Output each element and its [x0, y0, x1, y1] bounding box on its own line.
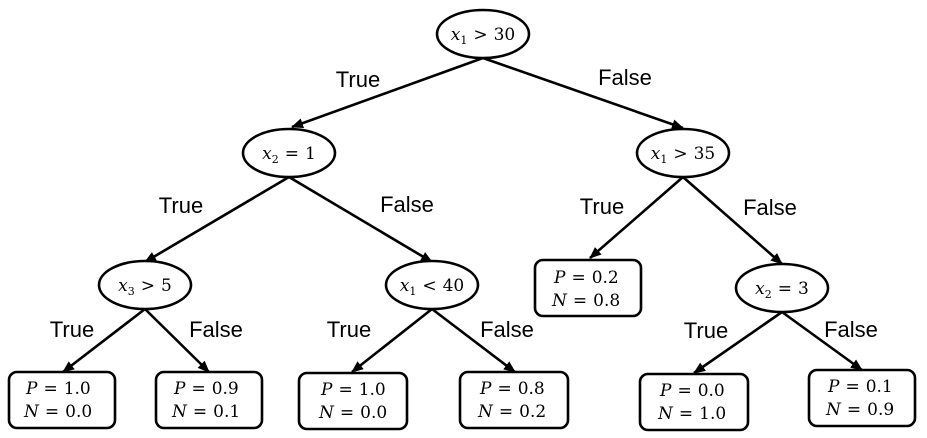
split-node-shape: [384, 259, 480, 311]
edge-x1lt40-to-leaf-5: [431, 307, 516, 374]
leaf-p-text: P=0.9: [173, 379, 239, 399]
leaf-node-5: P=0.8 N=0.2: [458, 370, 570, 430]
branch-label-false: False: [480, 317, 534, 342]
leaf-box: [458, 370, 570, 430]
split-node-x3gt5: x3>5: [97, 259, 193, 311]
leaf-node-1: P=1.0 N=0.0: [7, 370, 117, 430]
branch-label-false: False: [743, 195, 797, 220]
leaf-p-text: P=0.8: [479, 379, 545, 399]
branch-label-true: True: [327, 317, 371, 342]
edge-x1lt40-to-leaf-4: [351, 307, 433, 374]
branch-label-true: True: [580, 194, 624, 219]
edge-x2eq3-to-leaf-7: [781, 310, 863, 372]
condition-text: x1>30: [451, 25, 515, 47]
leaf-n-text: N=0.9: [825, 400, 894, 420]
leaf-n-text: N=0.1: [171, 402, 240, 422]
leaf-box: [533, 258, 643, 318]
edge-x2eq1-to-x3gt5: [144, 175, 290, 264]
branch-label-false: False: [598, 65, 652, 90]
split-node-root: x1>30: [435, 8, 531, 60]
leaf-box: [7, 370, 117, 430]
leaf-box: [807, 368, 917, 428]
leaf-n-text: N=0.0: [318, 403, 387, 423]
leaf-p-text: P=0.2: [553, 268, 619, 288]
edge-x1gt35-to-leaf-3: [589, 176, 684, 259]
condition-text: x1>35: [651, 144, 715, 166]
branch-label-true: True: [50, 317, 94, 342]
leaf-node-7: P=0.1 N=0.9: [807, 368, 917, 428]
branch-label-false: False: [824, 317, 878, 342]
leaf-n-text: N=0.2: [477, 402, 546, 422]
leaf-n-text: N=1.0: [657, 404, 726, 424]
leaf-node-6: P=0.0 N=1.0: [638, 372, 750, 432]
split-node-shape: [241, 127, 337, 179]
condition-text: x3>5: [118, 276, 172, 298]
branch-labels: True False True False True False True Fa…: [50, 65, 878, 343]
branch-label-true: True: [336, 67, 380, 92]
leaf-p-text: P=1.0: [320, 380, 386, 400]
condition-text: x2=1: [262, 144, 316, 166]
condition-text: x2=3: [755, 279, 809, 301]
edge-x2eq3-to-leaf-6: [693, 310, 783, 375]
edge-x2eq1-to-x1lt40: [288, 175, 433, 264]
leaf-node-3: P=0.2 N=0.8: [533, 258, 643, 318]
leaf-p-text: P=0.0: [659, 381, 725, 401]
leaf-p-text: P=0.1: [827, 377, 893, 397]
edge-x3gt5-to-leaf-2: [144, 308, 210, 373]
split-node-shape: [734, 262, 830, 314]
leaf-node-2: P=0.9 N=0.1: [154, 370, 264, 430]
leaf-box: [297, 371, 409, 431]
split-node-shape: [97, 259, 193, 311]
branch-label-true: True: [684, 318, 728, 343]
leaf-n-text: N=0.0: [23, 402, 92, 422]
edge-x1gt35-to-x2eq3: [682, 176, 783, 265]
leaf-p-text: P=1.0: [25, 379, 91, 399]
leaf-n-text: N=0.8: [551, 291, 620, 311]
condition-text: x1<40: [400, 276, 464, 298]
edge-root-to-x1gt35: [482, 56, 684, 130]
leaf-box: [638, 372, 750, 432]
branch-label-false: False: [189, 317, 243, 342]
split-node-x2eq1: x2=1: [241, 127, 337, 179]
split-node-shape: [635, 127, 731, 179]
edge-x3gt5-to-leaf-1: [62, 307, 146, 374]
branch-label-true: True: [159, 193, 203, 218]
branch-label-false: False: [380, 192, 434, 217]
leaf-node-4: P=1.0 N=0.0: [297, 371, 409, 431]
leaf-box: [154, 370, 264, 430]
edge-root-to-x2eq1: [291, 56, 484, 129]
edges: [62, 56, 863, 375]
split-node-x2eq3: x2=3: [734, 262, 830, 314]
split-node-x1lt40: x1<40: [384, 259, 480, 311]
split-node-x1gt35: x1>35: [635, 127, 731, 179]
split-node-shape: [435, 8, 531, 60]
